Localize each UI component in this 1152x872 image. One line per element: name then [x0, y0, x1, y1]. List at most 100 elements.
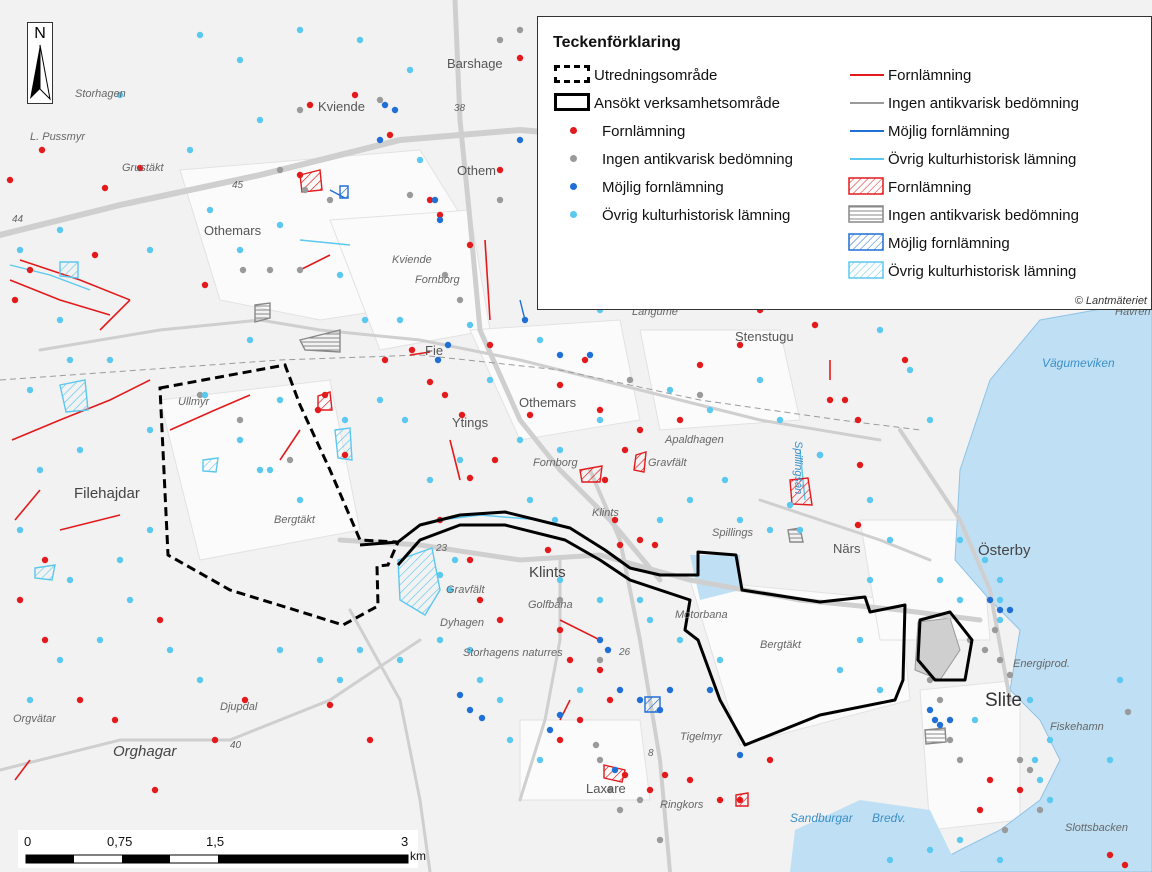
legend-solid-box-icon: [552, 92, 594, 114]
point-remain-fornlamning: [651, 541, 659, 549]
point-remain-ovrig: [506, 736, 514, 744]
point-remain-ovrig: [146, 246, 154, 254]
point-remain-fornlamning: [676, 416, 684, 424]
point-remain-ovrig: [996, 616, 1004, 624]
point-remain-ovrig: [66, 356, 74, 364]
point-remain-mojlig: [931, 716, 939, 724]
point-remain-ovrig: [596, 416, 604, 424]
point-remain-ovrig: [876, 326, 884, 334]
point-remain-mojlig: [466, 706, 474, 714]
point-remain-fornlamning: [696, 361, 704, 369]
scale-bar: 0 0,75 1,5 3 km: [18, 830, 426, 868]
point-remain-ovrig: [576, 686, 584, 694]
point-remain-fornlamning: [1016, 786, 1024, 794]
point-remain-ovrig: [76, 446, 84, 454]
point-remain-ovrig: [1036, 776, 1044, 784]
point-remain-fornlamning: [616, 541, 624, 549]
point-remain-fornlamning: [646, 786, 654, 794]
scale-unit: km: [410, 849, 426, 863]
point-remain-ovrig: [656, 516, 664, 524]
point-remain-ovrig: [686, 496, 694, 504]
point-remain-fornlamning: [426, 196, 434, 204]
point-remain-ovrig: [356, 646, 364, 654]
point-remain-mojlig: [616, 686, 624, 694]
legend-red-dot-icon: [552, 120, 602, 142]
point-remain-ovrig: [816, 451, 824, 459]
road-number-45: 45: [232, 180, 244, 191]
point-remain-ovrig: [236, 246, 244, 254]
point-remain-ovrig: [106, 356, 114, 364]
point-remain-fornlamning: [976, 806, 984, 814]
point-remain-mojlig: [434, 356, 442, 364]
point-remain-fornlamning: [1121, 861, 1129, 869]
point-remain-ingen: [301, 186, 309, 194]
point-remain-ovrig: [886, 536, 894, 544]
point-remain-fornlamning: [496, 166, 504, 174]
point-remain-ovrig: [476, 676, 484, 684]
point-remain-mojlig: [431, 196, 439, 204]
point-remain-ovrig: [296, 26, 304, 34]
point-remain-fornlamning: [596, 406, 604, 414]
point-remain-ovrig: [336, 676, 344, 684]
copyright-notice: © Lantmäteriet: [1074, 295, 1147, 307]
point-remain-ingen: [592, 741, 600, 749]
point-remain-ovrig: [276, 396, 284, 404]
point-remain-ovrig: [551, 516, 559, 524]
north-arrow: N: [27, 22, 53, 104]
point-remain-fornlamning: [241, 696, 249, 704]
point-remain-ingen: [496, 36, 504, 44]
legend-item-area-ingen: Ingen antikvarisk bedömning: [846, 204, 1079, 226]
point-remain-ovrig: [196, 676, 204, 684]
place-label-ringkors: Ringkors: [660, 799, 704, 811]
place-label-fiskehamn: Fiskehamn: [1050, 721, 1104, 733]
point-remain-mojlig: [636, 696, 644, 704]
place-label-vagumeviken: Vägumeviken: [1042, 356, 1115, 370]
point-remain-fornlamning: [854, 521, 862, 529]
point-remain-mojlig: [478, 714, 486, 722]
point-remain-ovrig: [996, 596, 1004, 604]
point-remain-mojlig: [556, 351, 564, 359]
point-remain-mojlig: [546, 726, 554, 734]
legend-item-utredningsomrade: Utredningsområde: [552, 64, 717, 86]
point-remain-ovrig: [236, 56, 244, 64]
legend-blue-hatch-icon: [846, 232, 888, 254]
road-number-labels: 38 45 44 23 26 8 40: [12, 103, 654, 759]
scale-label-3: 3: [401, 834, 409, 849]
point-remain-ovrig: [526, 496, 534, 504]
place-label-bergtakt-e: Bergtäkt: [760, 639, 802, 651]
point-remain-fornlamning: [826, 396, 834, 404]
place-label-motorbana: Motorbana: [675, 609, 728, 621]
point-remain-fornlamning: [366, 736, 374, 744]
point-remain-ovrig: [206, 206, 214, 214]
legend-label-point-mojlig: Möjlig fornlämning: [602, 178, 724, 196]
point-remain-ovrig: [996, 856, 1004, 864]
point-remain-fornlamning: [661, 771, 669, 779]
point-remain-fornlamning: [381, 356, 389, 364]
point-remain-fornlamning: [606, 696, 614, 704]
point-remain-ovrig: [406, 66, 414, 74]
point-remain-ovrig: [376, 396, 384, 404]
point-remain-ingen: [996, 656, 1004, 664]
point-remain-ovrig: [396, 656, 404, 664]
point-remain-fornlamning: [611, 516, 619, 524]
point-remain-mojlig: [996, 606, 1004, 614]
railway: [0, 354, 921, 431]
point-remain-ovrig: [356, 36, 364, 44]
point-remain-ovrig: [956, 536, 964, 544]
point-remain-mojlig: [381, 101, 389, 109]
place-label-apaldhagen: Apaldhagen: [664, 434, 724, 446]
point-remain-ovrig: [116, 556, 124, 564]
point-remain-ovrig: [426, 476, 434, 484]
point-remain-fornlamning: [636, 536, 644, 544]
point-remain-ovrig: [276, 646, 284, 654]
point-remain-ovrig: [236, 436, 244, 444]
point-remain-ovrig: [856, 636, 864, 644]
point-remain-ingen: [636, 796, 644, 804]
point-remain-fornlamning: [496, 616, 504, 624]
place-label-l-pussmyr: L. Pussmyr: [30, 131, 86, 143]
point-remain-fornlamning: [576, 716, 584, 724]
road-number-23: 23: [435, 543, 448, 554]
legend-label-line-ingen: Ingen antikvarisk bedömning: [888, 94, 1079, 112]
legend-label-utredningsomrade: Utredningsområde: [594, 66, 718, 84]
point-remain-ovrig: [756, 376, 764, 384]
